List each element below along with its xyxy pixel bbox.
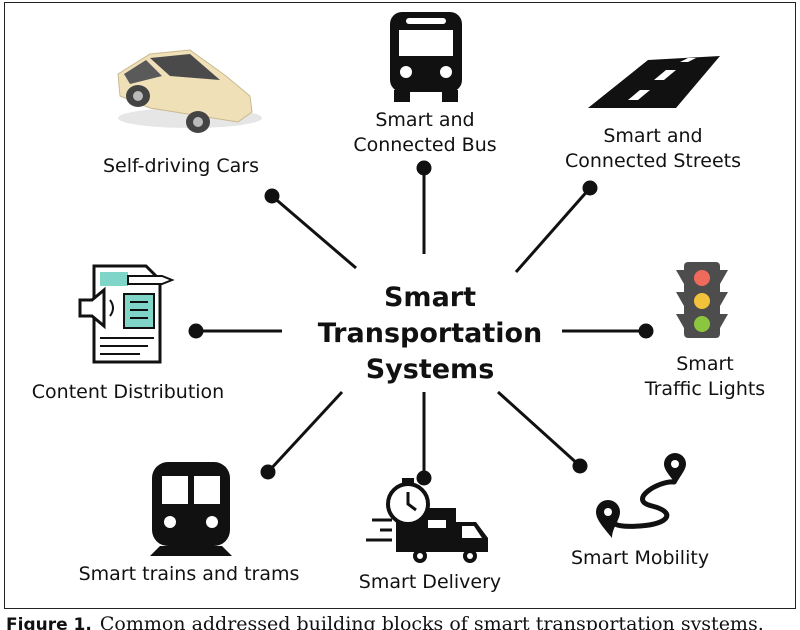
connector-delivery — [416, 392, 432, 486]
label-smart-trains: Smart trains and trams — [78, 563, 300, 585]
connector-cars — [264, 188, 357, 270]
label-traffic-lights-line-2: Traffic Lights — [644, 378, 766, 400]
label-connected-streets-line-2: Connected Streets — [565, 150, 741, 172]
connector-trains — [260, 390, 344, 480]
label-connected-bus: Smart and Connected Bus — [340, 108, 510, 158]
train-icon — [150, 462, 232, 556]
label-connected-streets-line-1: Smart and — [603, 125, 703, 147]
connector-mobility — [496, 390, 588, 474]
car-icon — [117, 49, 262, 133]
label-smart-mobility: Smart Mobility — [570, 547, 710, 569]
label-smart-delivery: Smart Delivery — [358, 571, 502, 593]
connector-content — [188, 323, 282, 339]
diagram-canvas — [78, 12, 728, 563]
connector-traffic — [562, 323, 654, 339]
label-traffic-lights-line-1: Smart — [676, 353, 734, 375]
connector-streets — [514, 180, 598, 273]
center-title: Smart Transportation Systems — [300, 280, 560, 388]
figure-caption-number: Figure 1. — [6, 615, 92, 630]
connector-bus — [416, 160, 432, 254]
delivery-truck-icon — [366, 478, 488, 563]
road-icon — [588, 56, 720, 108]
label-connected-bus-line-2: Connected Bus — [353, 134, 497, 156]
traffic-light-icon — [676, 262, 728, 338]
label-connected-bus-line-1: Smart and — [375, 109, 475, 131]
document-megaphone-icon — [78, 264, 175, 364]
route-pin-icon — [596, 453, 686, 538]
label-connected-streets: Smart and Connected Streets — [548, 124, 758, 174]
center-title-line-1: Smart — [383, 282, 477, 313]
label-content-distribution: Content Distribution — [31, 381, 225, 403]
label-traffic-lights: Smart Traffic Lights — [636, 352, 774, 402]
center-title-line-3: Systems — [365, 354, 495, 385]
bus-icon — [390, 12, 462, 102]
center-title-line-2: Transportation — [317, 318, 543, 349]
label-self-driving-cars: Self-driving Cars — [103, 155, 259, 177]
figure-caption-text: Common addressed building blocks of smar… — [99, 613, 764, 630]
figure-caption: Figure 1. Common addressed building block… — [6, 610, 800, 630]
